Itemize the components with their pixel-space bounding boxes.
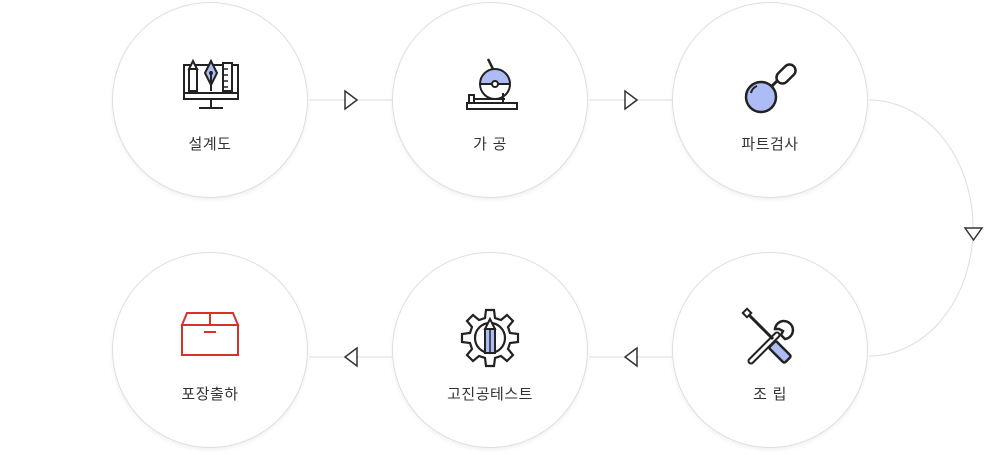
step-label: 고진공테스트	[447, 385, 533, 403]
gear-test-icon	[457, 305, 523, 371]
step-label: 조 립	[753, 385, 787, 403]
step-packaging-shipping: 포장출하	[112, 252, 308, 448]
package-box-icon	[177, 305, 243, 371]
design-drawing-icon	[177, 55, 243, 121]
connector-3-4-curve	[868, 99, 974, 357]
cutting-machine-icon	[457, 55, 523, 121]
step-design-drawing: 설계도	[112, 2, 308, 198]
arrow-left-icon	[623, 346, 638, 368]
step-label: 가 공	[473, 135, 507, 153]
magnifier-inspection-icon	[737, 55, 803, 121]
step-part-inspection: 파트검사	[672, 2, 868, 198]
arrow-down-icon	[963, 227, 984, 242]
arrow-left-icon	[343, 346, 358, 368]
arrow-right-icon	[344, 89, 359, 111]
arrow-right-icon	[624, 89, 639, 111]
step-label: 포장출하	[181, 385, 239, 403]
step-label: 파트검사	[741, 135, 799, 153]
step-label: 설계도	[188, 135, 232, 153]
step-machining: 가 공	[392, 2, 588, 198]
step-assembly: 조 립	[672, 252, 868, 448]
wrench-screwdriver-icon	[737, 305, 803, 371]
step-high-vacuum-test: 고진공테스트	[392, 252, 588, 448]
